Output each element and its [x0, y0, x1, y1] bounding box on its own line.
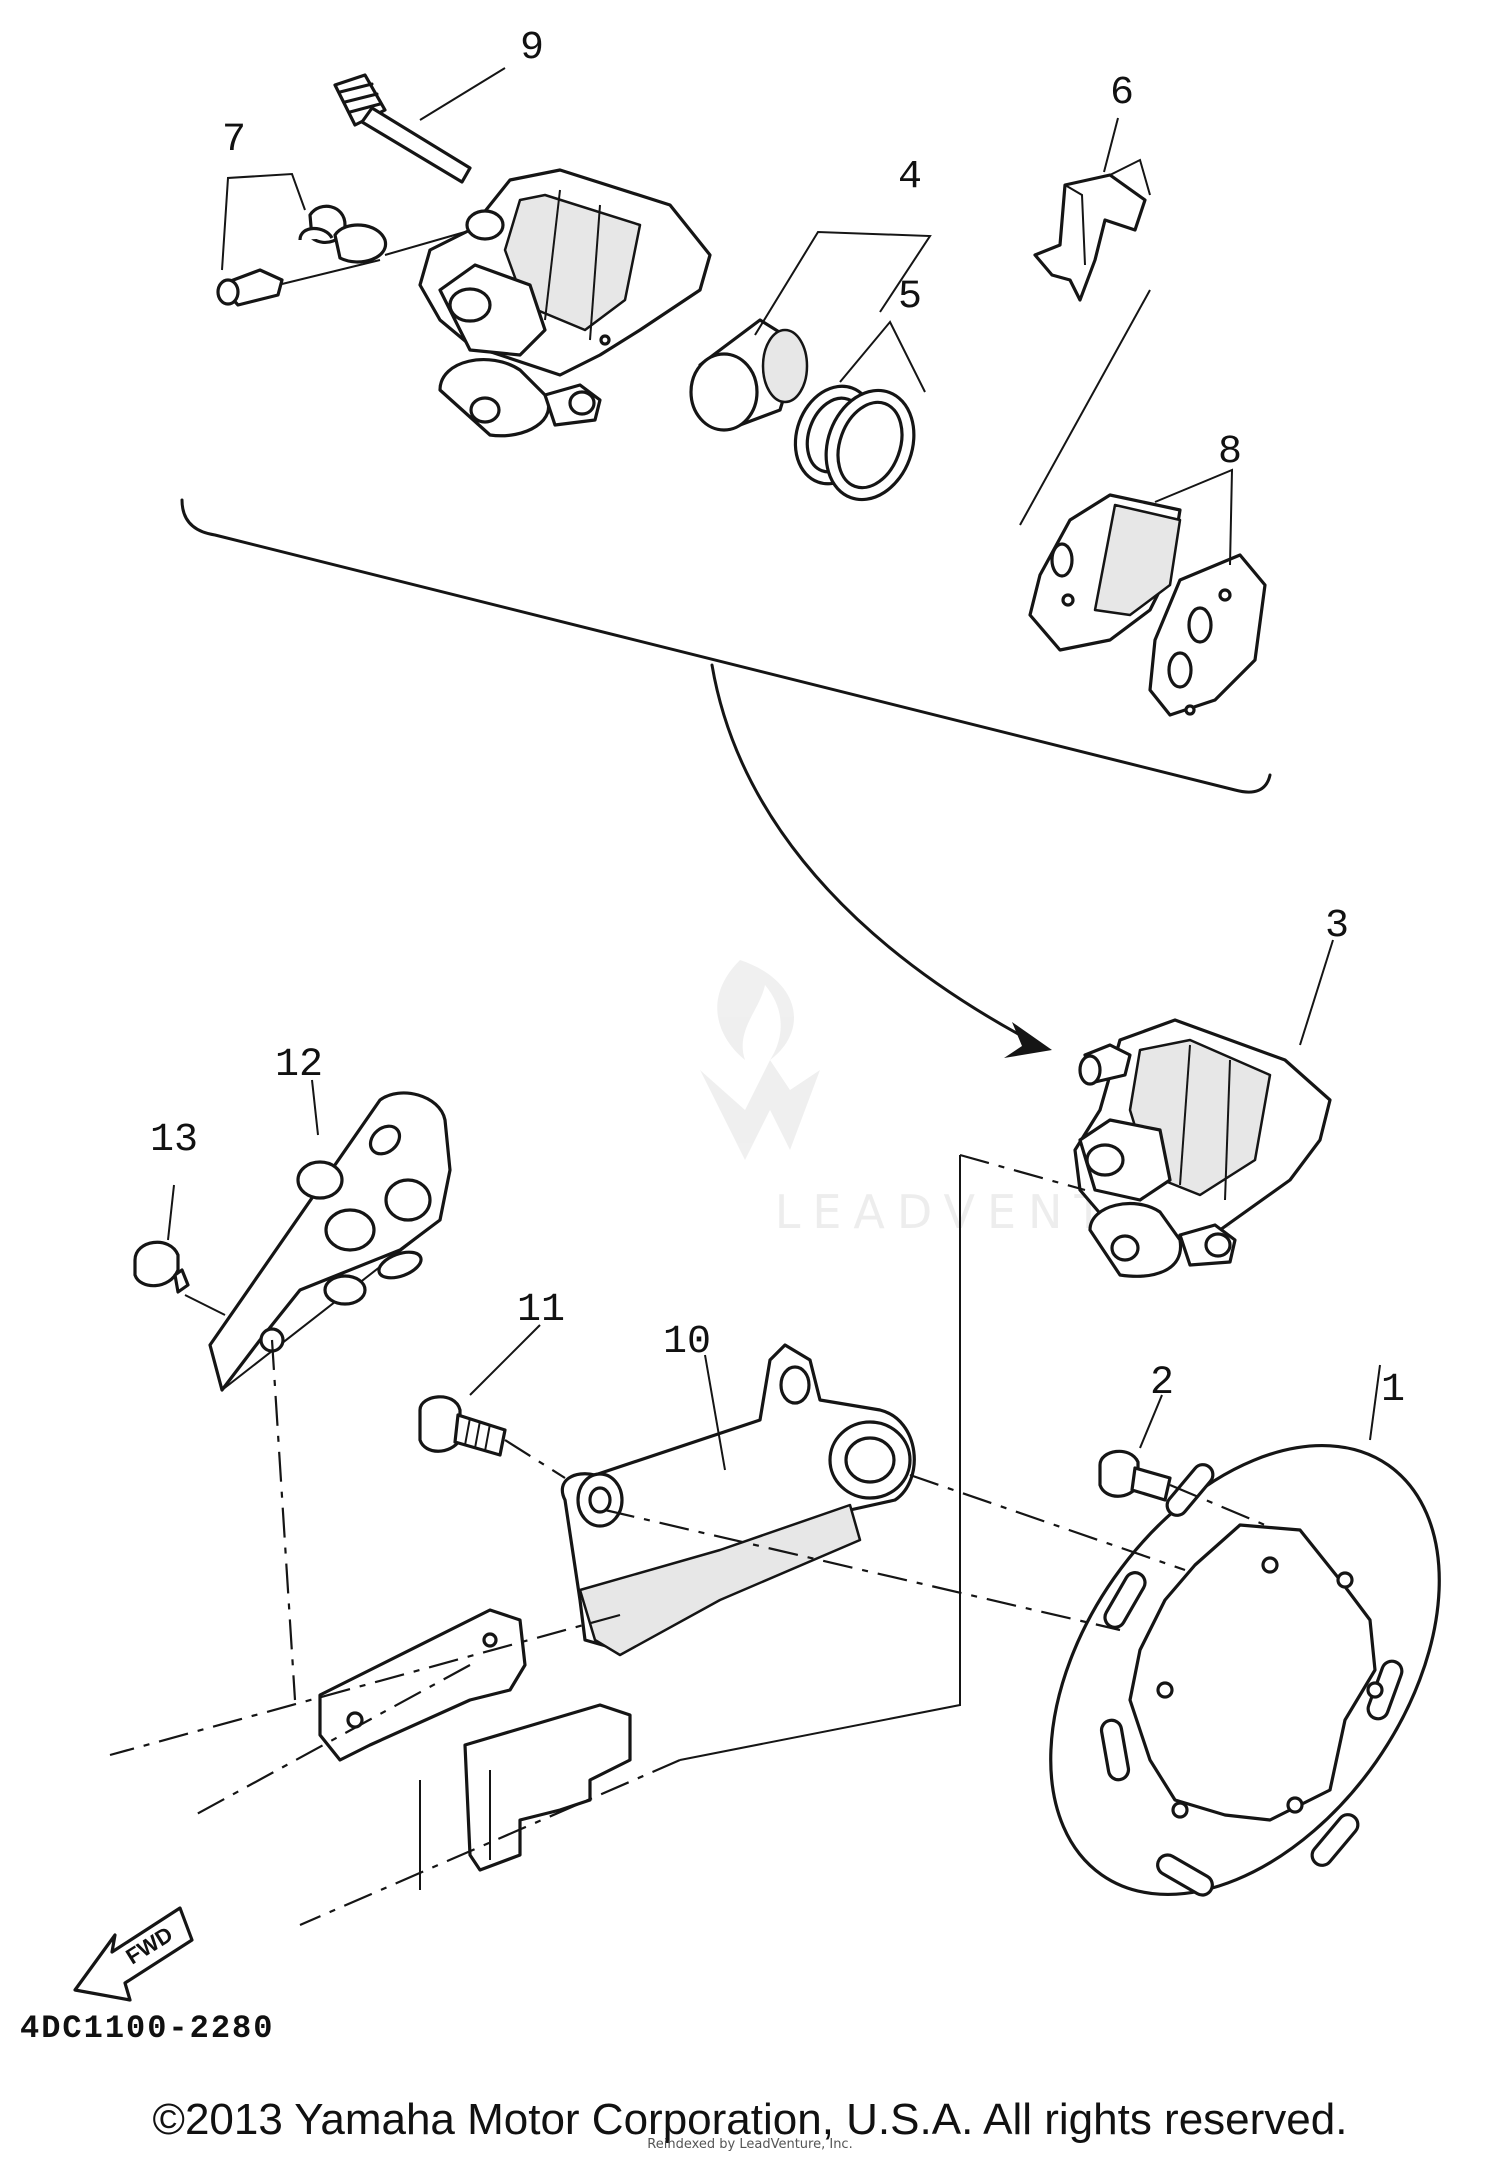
footer-note: Reindexed by LeadVenture, Inc. [647, 2137, 853, 2152]
leader-13b [184, 1294, 226, 1316]
callout-9: 9 [520, 26, 544, 71]
caliper-piston [689, 318, 809, 432]
swingarm-section [318, 1608, 632, 1890]
callout-5: 5 [898, 275, 922, 320]
disc-bolt [1098, 1449, 1172, 1502]
assembly-arrow-head [1004, 1022, 1052, 1058]
centerline-j [679, 1155, 961, 1761]
centerline-h [270, 1339, 297, 1701]
leader-7 [221, 172, 306, 271]
callout-12: 12 [275, 1043, 323, 1088]
leader-2 [1139, 1394, 1163, 1449]
guard-bolt [133, 1240, 190, 1294]
centerline-f [1169, 1483, 1266, 1527]
leader-1 [1369, 1364, 1381, 1441]
leader-3 [1299, 939, 1334, 1046]
centerline-a [194, 1664, 471, 1816]
caliper-assembly [1073, 1018, 1332, 1278]
leader-4 [754, 230, 932, 336]
leader-7b [384, 231, 466, 256]
group-bracket [180, 498, 1272, 794]
leader-6 [1103, 117, 1119, 173]
callout-3: 3 [1325, 904, 1349, 949]
copyright-notice: ©2013 Yamaha Motor Corporation, U.S.A. A… [152, 2095, 1348, 2144]
callout-11: 11 [517, 1288, 565, 1333]
leader-12 [311, 1079, 319, 1136]
leader-8 [1154, 468, 1234, 566]
leader-7c [281, 259, 381, 285]
centerline-d [604, 1508, 1121, 1632]
callout-13: 13 [150, 1118, 198, 1163]
assembly-arrow-line [710, 663, 1022, 1037]
caliper-bracket [560, 1343, 916, 1657]
pad-pin-bolt [333, 73, 472, 184]
callout-1: 1 [1381, 1368, 1405, 1413]
pad-support-spring [1033, 158, 1151, 302]
brake-pad-kit [1028, 493, 1267, 717]
callout-8: 8 [1218, 430, 1242, 475]
callout-6: 6 [1110, 71, 1134, 116]
leader-5 [839, 320, 926, 393]
bleed-screw-set [216, 204, 388, 307]
centerline-g [504, 1439, 566, 1479]
caliper-body-exploded [418, 168, 712, 438]
centerline-e [909, 1473, 1186, 1572]
leader-13 [167, 1184, 175, 1241]
caliper-guard [208, 1091, 452, 1392]
callout-10: 10 [663, 1320, 711, 1365]
leader-6b [1019, 289, 1151, 526]
bracket-bolt [418, 1395, 507, 1457]
brake-disc [1049, 1443, 1441, 1897]
leader-9 [419, 67, 506, 121]
centerline-b [299, 1758, 681, 1927]
callout-7: 7 [222, 118, 246, 163]
callout-4: 4 [898, 155, 922, 200]
forward-direction-arrow: FWD [73, 1906, 194, 2002]
leader-10 [704, 1354, 726, 1471]
callout-2: 2 [1150, 1361, 1174, 1406]
piston-seal-kit [793, 384, 916, 502]
leader-11 [469, 1324, 541, 1396]
diagram-code: 4DC1100-2280 [20, 2010, 275, 2047]
centerline-i [959, 1153, 1086, 1192]
centerline-c [109, 1613, 621, 1757]
